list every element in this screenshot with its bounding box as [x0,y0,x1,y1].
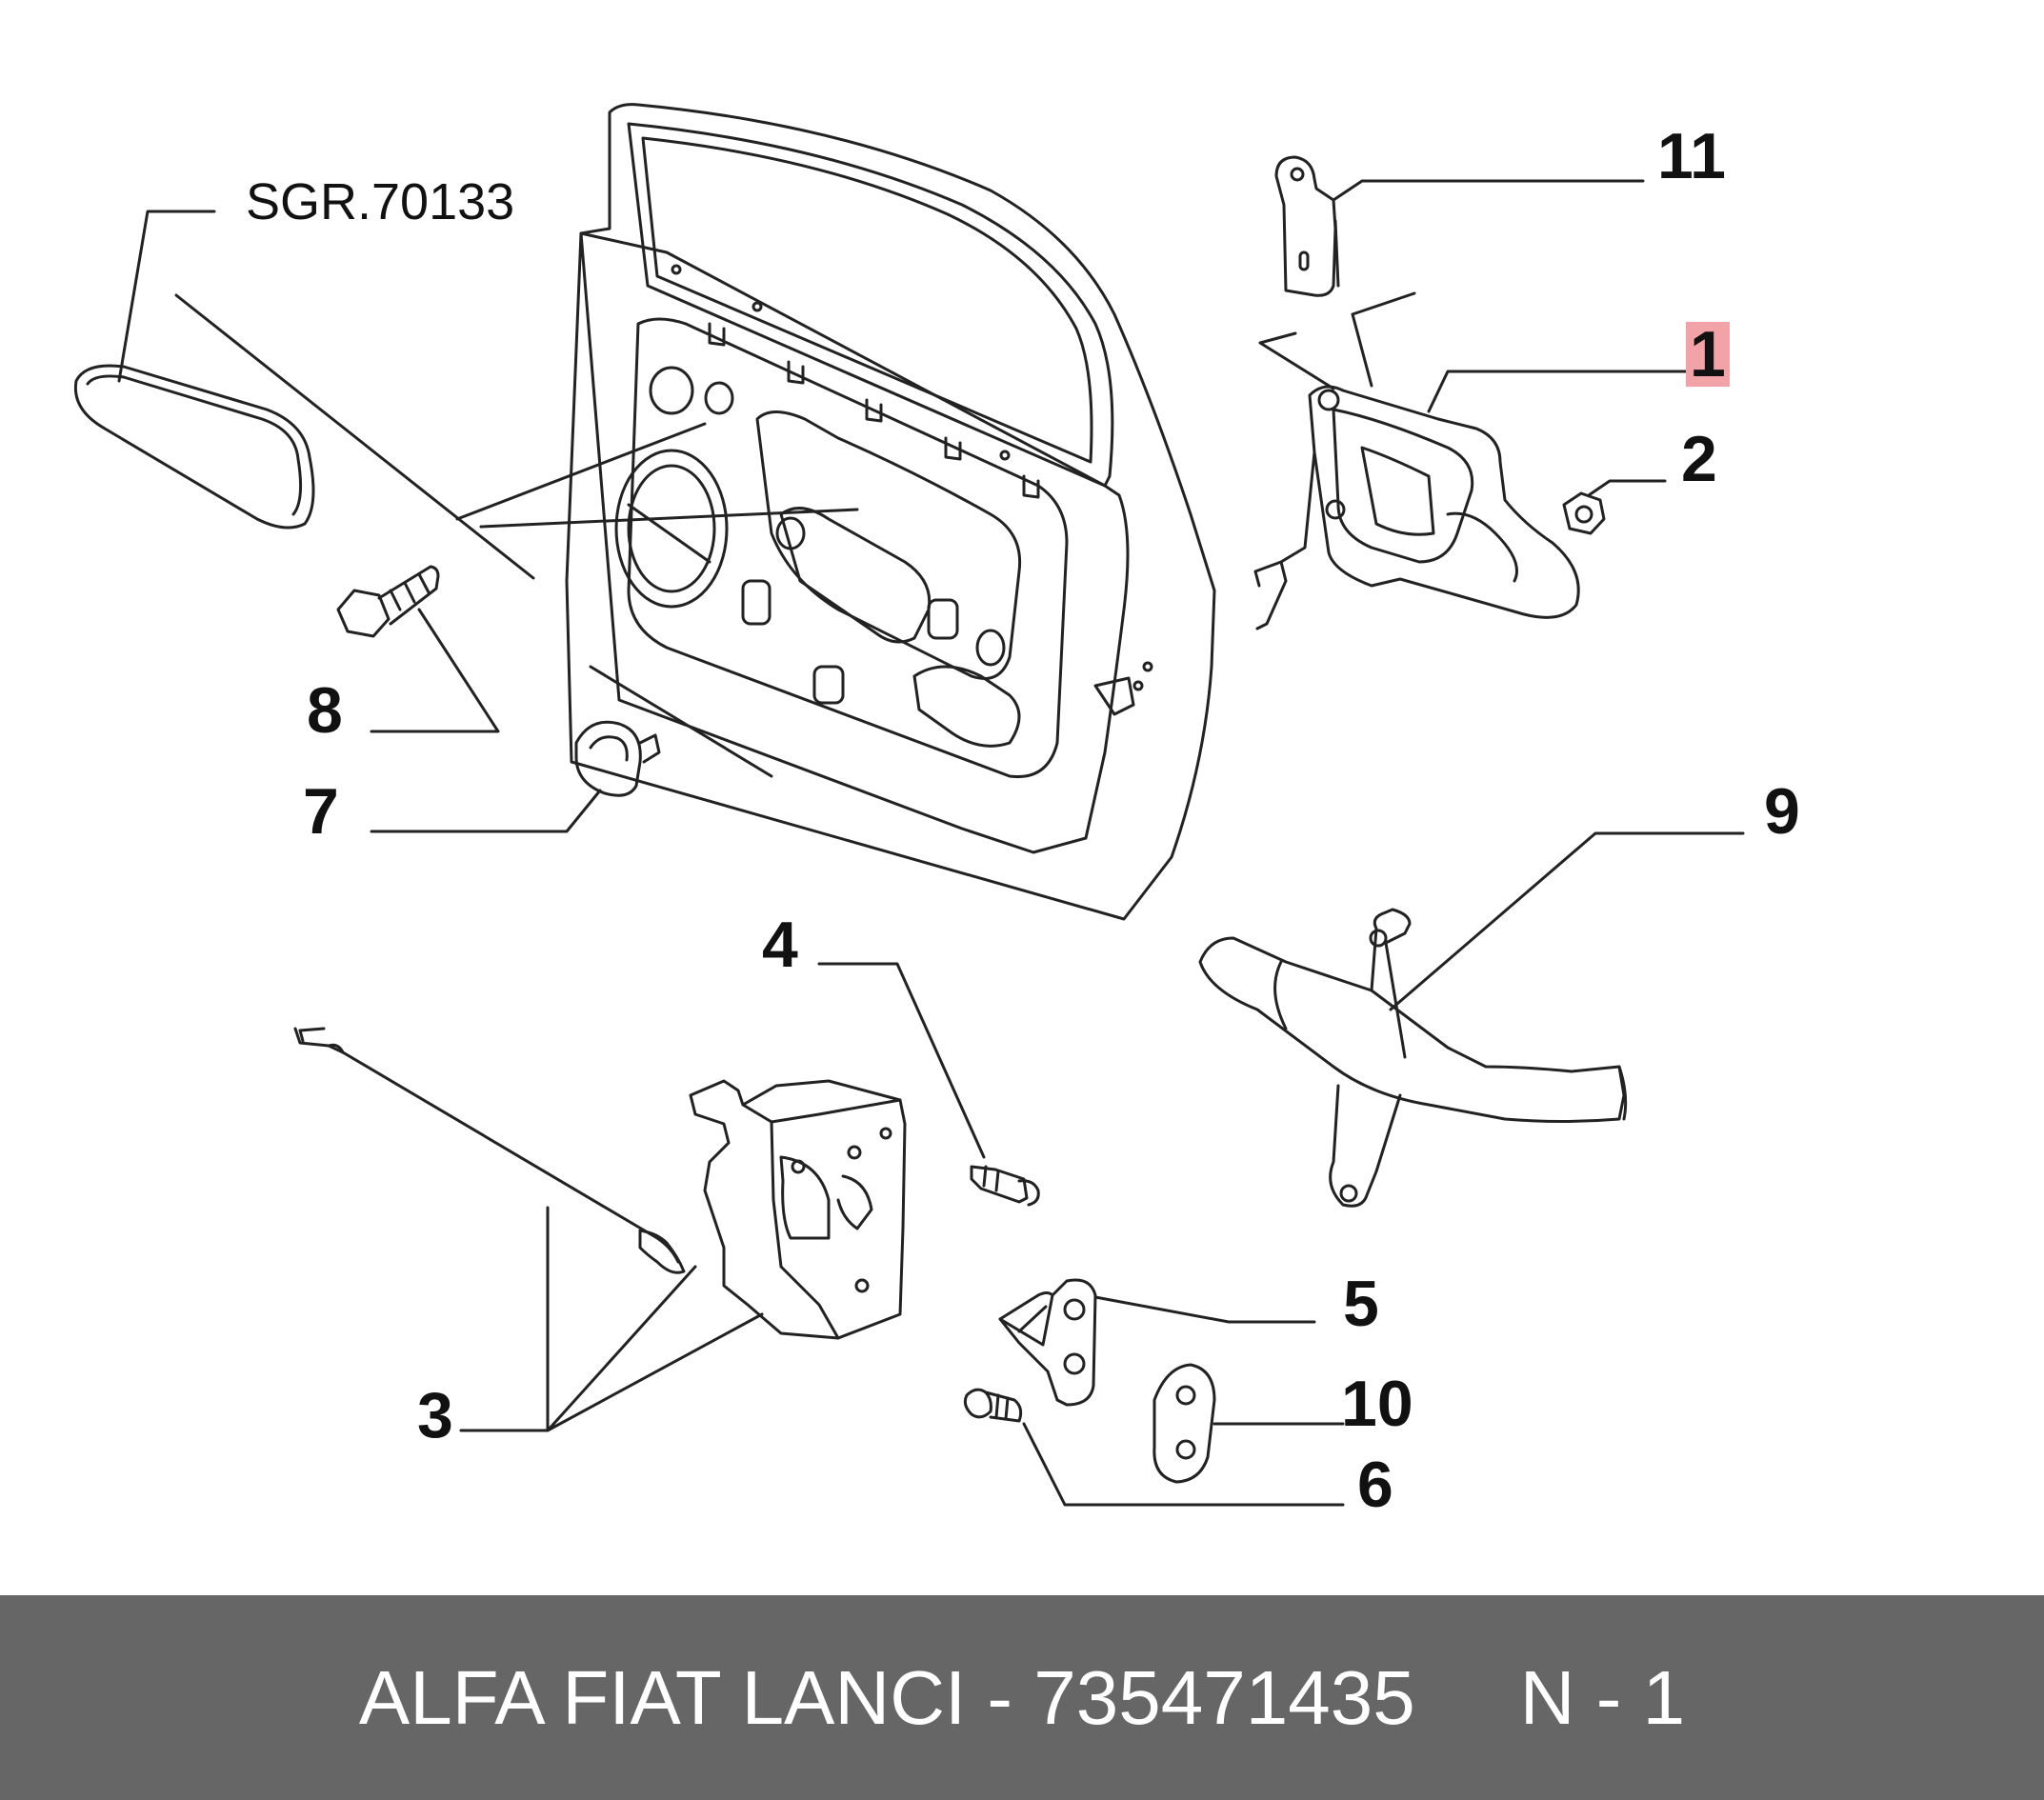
reference-label-sgr: SGR.70133 [246,173,515,230]
leader-8 [370,608,500,733]
footer-text: ALFA FIAT LANCI - 735471435 N - 1 [0,1595,2044,1800]
callout-6[interactable]: 6 [1357,1449,1393,1521]
leader-11 [1332,179,1645,202]
part-3-lock [293,1027,907,1340]
footer-code: N - 1 [1519,1654,1686,1740]
leader-5 [1093,1295,1316,1324]
callout-1-highlighted[interactable]: 1 [1686,322,1730,387]
exploded-parts-diagram [73,103,1745,1507]
part-10-shim [1152,1363,1216,1484]
leader-sgr [117,210,216,383]
callout-7[interactable]: 7 [303,775,339,848]
part-9-inner-handle [1198,908,1628,1208]
part-8-bolt [336,565,440,638]
part-6-screw [963,1388,1023,1423]
footer-bar: ALFA FIAT LANCI - 735471435 N - 1 [0,1595,2044,1800]
footer-title: ALFA FIAT LANCI - 735471435 [358,1654,1415,1740]
part-2-nut [1562,491,1606,535]
part-7-clip [574,720,661,797]
part-1-door-handle [1253,385,1580,630]
leader-9 [1389,831,1745,1011]
part-11-bracket [1274,155,1340,297]
callout-8[interactable]: 8 [307,674,343,747]
leader-6 [1022,1422,1345,1507]
callout-5[interactable]: 5 [1343,1268,1379,1340]
callout-2[interactable]: 2 [1681,423,1717,495]
leader-1 [1258,291,1691,413]
callout-11[interactable]: 11 [1657,120,1726,192]
callout-10[interactable]: 10 [1341,1368,1413,1440]
leader-2 [1587,479,1667,497]
leader-4 [817,962,986,1159]
leader-7 [370,789,602,833]
callout-9[interactable]: 9 [1764,775,1800,848]
leader-3 [459,1206,764,1432]
part-4-bolt [970,1165,1040,1207]
callout-3[interactable]: 3 [417,1379,453,1451]
leader-sgr-door [174,293,859,778]
cover-panel [73,364,315,530]
callout-4[interactable]: 4 [762,909,798,981]
door-shell [565,103,1216,921]
part-5-striker [998,1278,1097,1407]
